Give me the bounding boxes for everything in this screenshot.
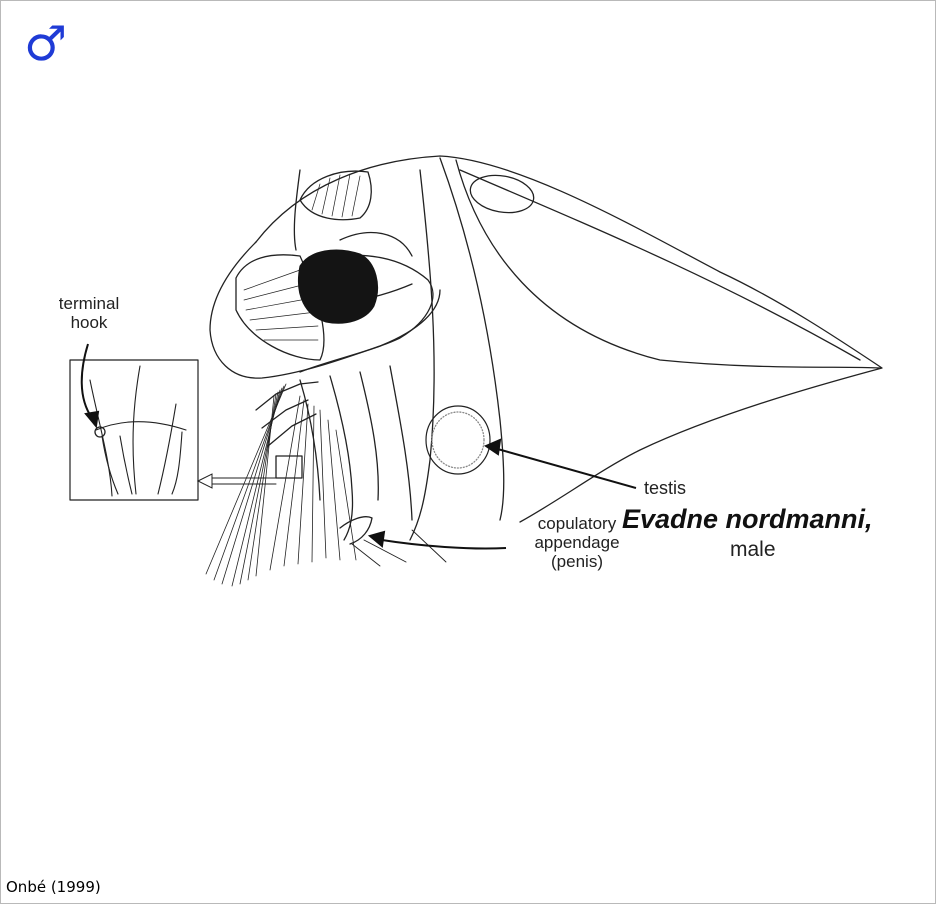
terminal-hook-label-line2: hook (44, 313, 134, 332)
pouch-line-4 (460, 170, 860, 360)
inset-box (70, 360, 198, 500)
testis-shape (426, 406, 490, 474)
pouch-line-3 (410, 170, 434, 540)
head-inner-line (294, 170, 300, 250)
pouch-line-2 (456, 160, 880, 368)
citation: Onbé (1999) (6, 878, 101, 896)
sex-label: male (730, 538, 776, 562)
leg-joint-1 (256, 382, 318, 410)
terminal-hook-label: terminal hook (44, 294, 134, 332)
testis-label: testis (644, 478, 686, 498)
copulatory-label-line3: (penis) (512, 552, 642, 571)
copulatory-label-line2: appendage (512, 533, 642, 552)
dorsal-patch (300, 171, 371, 220)
species-name: Evadne nordmanni, (622, 504, 873, 534)
inset-connector-arrowhead (198, 474, 212, 488)
testis-arrow (494, 448, 636, 488)
terminal-hook-label-line1: terminal (44, 294, 134, 313)
compound-eye (298, 250, 377, 323)
body-line-3 (390, 366, 412, 520)
pouch-inner-line (440, 158, 504, 520)
body-line-2 (360, 372, 378, 500)
penis-arrow (382, 540, 506, 549)
